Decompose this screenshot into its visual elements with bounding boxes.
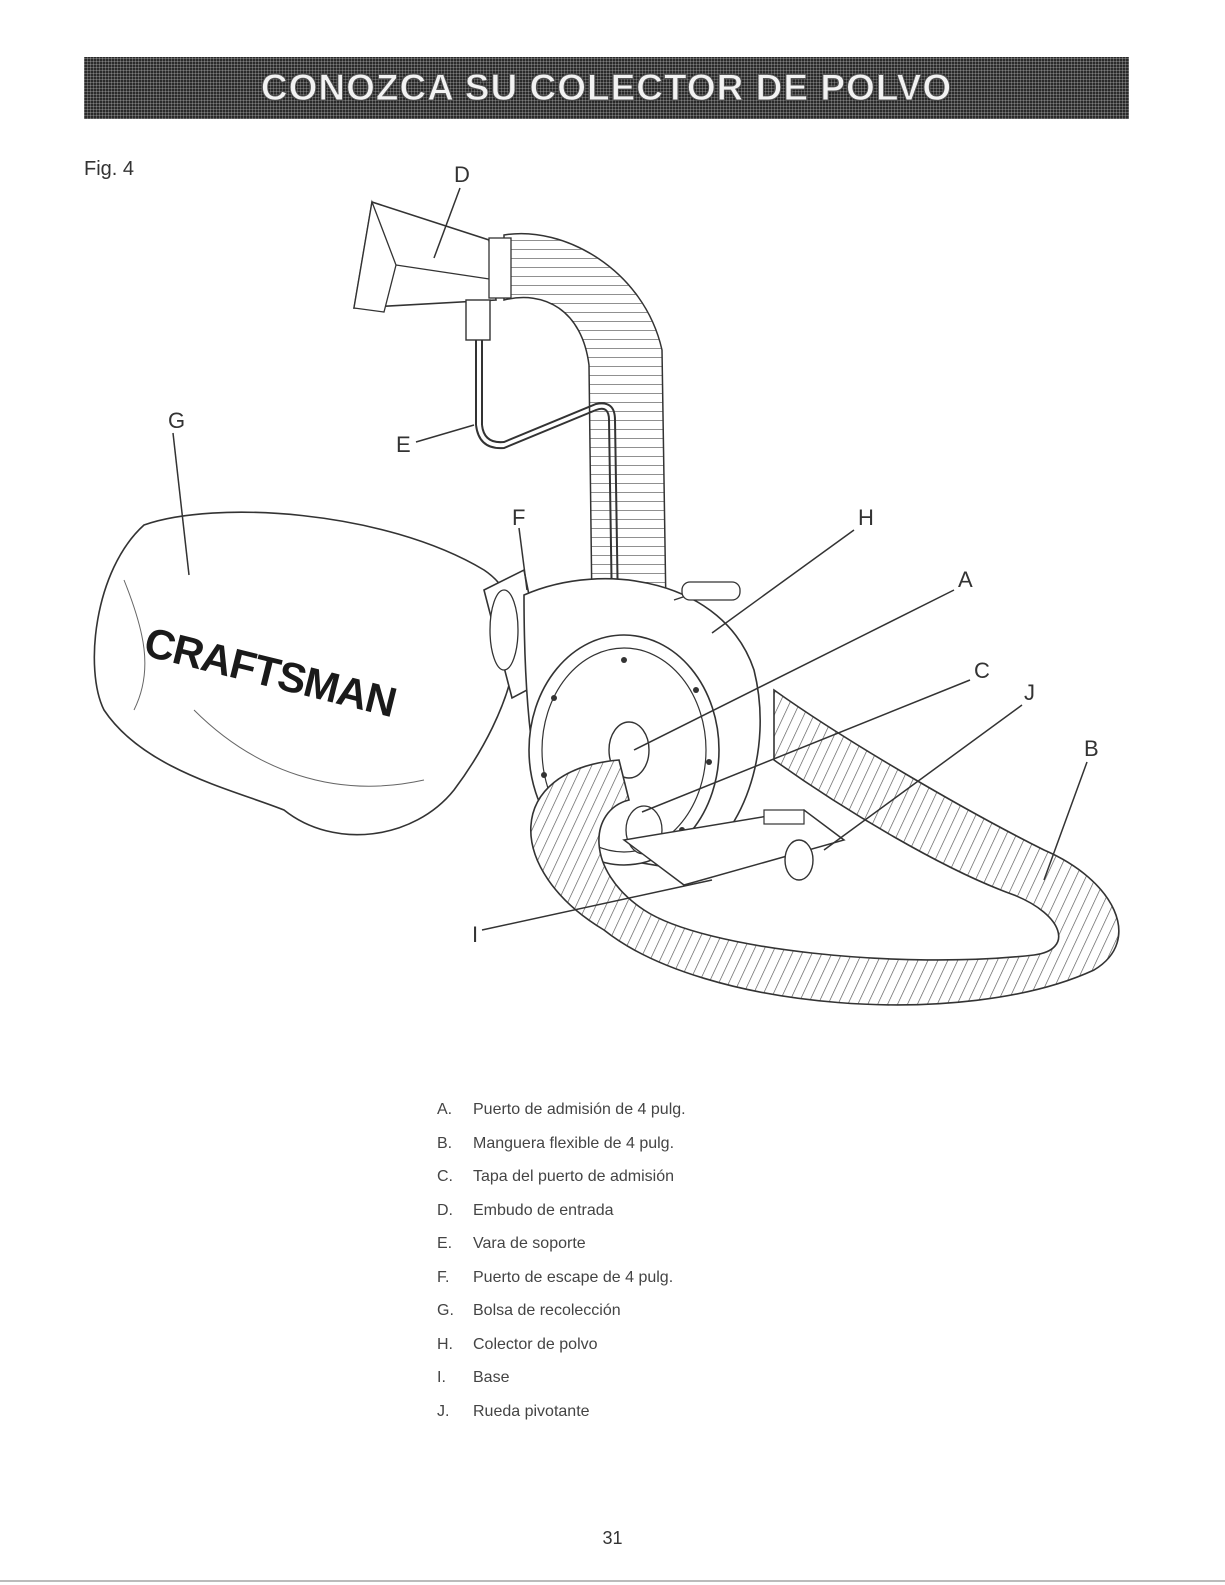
- legend-text: Puerto de admisión de 4 pulg.: [473, 1101, 686, 1118]
- figure-label: Fig. 4: [84, 158, 135, 180]
- callout-h: H: [858, 505, 874, 530]
- legend-text: Puerto de escape de 4 pulg.: [473, 1268, 674, 1286]
- legend-item: J. Rueda pivotante: [437, 1403, 937, 1437]
- callout-j: J: [1024, 680, 1035, 705]
- legend-letter: I.: [437, 1369, 446, 1386]
- legend-text: Base: [473, 1369, 510, 1386]
- legend-letter: G.: [437, 1302, 454, 1319]
- legend-letter: C.: [437, 1168, 453, 1185]
- vertical-hose: [503, 233, 667, 611]
- legend-text: Rueda pivotante: [473, 1402, 590, 1420]
- legend-letter: A.: [437, 1101, 453, 1118]
- callout-c: C: [974, 658, 990, 683]
- legend-letter: D.: [437, 1201, 453, 1219]
- callout-e: E: [396, 432, 411, 457]
- support-rod: [465, 299, 619, 611]
- legend-item: B. Manguera flexible de 4 pulg.: [437, 1135, 937, 1169]
- callout-a: A: [958, 567, 973, 592]
- inlet-funnel: [353, 199, 512, 313]
- legend-text: Manguera flexible de 4 pulg.: [473, 1134, 675, 1152]
- legend-text: Embudo de entrada: [473, 1201, 614, 1219]
- legend-letter: F.: [437, 1268, 450, 1286]
- parts-legend: A. Puerto de admisión de 4 pulg. B. Mang…: [437, 1101, 937, 1436]
- legend-text: Vara de soporte: [473, 1235, 586, 1252]
- legend-item: C. Tapa del puerto de admisión: [437, 1168, 937, 1202]
- legend-item: D. Embudo de entrada: [437, 1202, 937, 1236]
- page-number: 31: [602, 1528, 623, 1548]
- page-title: CONOZCA SU COLECTOR DE POLVO: [260, 67, 953, 109]
- bottom-rule: [0, 1580, 1225, 1582]
- callout-labels: D G E F H A C J B I: [168, 162, 1099, 947]
- legend-text: Bolsa de recolección: [473, 1302, 621, 1319]
- callout-b: B: [1084, 736, 1099, 761]
- callout-f: F: [512, 505, 525, 530]
- legend-item: F. Puerto de escape de 4 pulg.: [437, 1269, 937, 1303]
- callout-d: D: [454, 162, 470, 187]
- legend-item: A. Puerto de admisión de 4 pulg.: [437, 1101, 937, 1135]
- collection-bag: CRAFTSMAN: [93, 511, 518, 836]
- legend-letter: B.: [437, 1134, 453, 1152]
- legend-letter: J.: [437, 1402, 450, 1420]
- callout-g: G: [168, 408, 185, 433]
- legend-item: I. Base: [437, 1369, 937, 1403]
- legend-letter: H.: [437, 1335, 453, 1353]
- legend-text: Colector de polvo: [473, 1335, 598, 1353]
- callout-leaders: [172, 187, 1088, 931]
- base-and-caster: [622, 809, 846, 886]
- callout-i: I: [472, 922, 478, 947]
- legend-text: Tapa del puerto de admisión: [473, 1168, 675, 1185]
- dust-collector-illustration: CRAFTSMAN: [93, 162, 1120, 1006]
- title-banner: CONOZCA SU COLECTOR DE POLVO: [84, 57, 1129, 119]
- legend-item: H. Colector de polvo: [437, 1336, 937, 1370]
- legend-item: G. Bolsa de recolección: [437, 1302, 937, 1336]
- legend-item: E. Vara de soporte: [437, 1235, 937, 1269]
- legend-letter: E.: [437, 1235, 453, 1252]
- flexible-hose: [530, 688, 1120, 1006]
